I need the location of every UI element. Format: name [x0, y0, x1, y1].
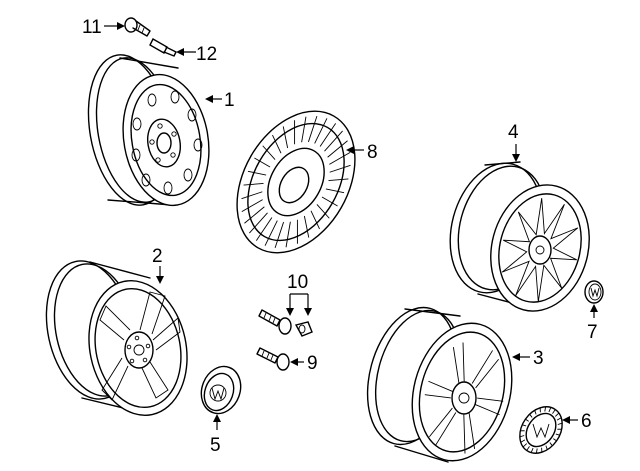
svg-text:6: 6 [581, 411, 592, 432]
svg-text:7: 7 [587, 322, 598, 343]
callout-7: 7 [587, 304, 598, 343]
callout-11: 11 [82, 17, 125, 38]
valve-stem-part-12[interactable] [149, 38, 177, 57]
alloy-wheel-2-spokes [99, 291, 181, 401]
svg-text:3: 3 [533, 348, 544, 369]
alloy-wheel-2-lug-holes [126, 335, 151, 364]
alloy-wheel-part-2[interactable] [34, 253, 199, 425]
callout-10: 10 [286, 272, 312, 316]
svg-text:8: 8 [367, 142, 378, 163]
callout-2: 2 [152, 246, 164, 284]
callout-9: 9 [290, 353, 318, 374]
vw-logo-icon [211, 387, 225, 401]
callout-5: 5 [210, 414, 221, 456]
lug-bolt-part-10a[interactable] [258, 309, 292, 335]
center-cap-6-rim [519, 406, 563, 454]
steel-wheel-part-1[interactable] [77, 48, 218, 212]
center-cap-part-6[interactable] [511, 399, 571, 462]
lug-bolt-part-9[interactable] [256, 347, 290, 371]
center-cap-part-7[interactable] [584, 280, 604, 304]
alloy-wheel-part-4[interactable] [436, 153, 603, 322]
svg-text:11: 11 [82, 17, 102, 38]
callout-4: 4 [508, 122, 520, 162]
alloy-wheel-3-spokes [424, 342, 504, 454]
callout-8: 8 [346, 142, 378, 163]
svg-text:9: 9 [307, 353, 318, 374]
svg-text:5: 5 [210, 435, 221, 456]
callout-12: 12 [176, 44, 217, 65]
alloy-wheel-4-spokes [501, 198, 579, 302]
steel-wheel-vent-holes [131, 90, 203, 195]
svg-text:1: 1 [224, 90, 235, 111]
alloy-wheel-part-3[interactable] [353, 298, 526, 471]
center-cap-part-5[interactable] [195, 361, 247, 419]
svg-text:4: 4 [508, 122, 519, 143]
lug-nut-part-10b[interactable] [294, 321, 313, 337]
svg-text:12: 12 [196, 44, 217, 65]
wheel-cover-slots [241, 115, 351, 249]
wheel-cover-part-8[interactable] [213, 90, 379, 274]
callout-3: 3 [512, 348, 544, 369]
steel-wheel-lug-holes [149, 123, 177, 163]
lug-bolt-part-11[interactable] [124, 17, 151, 37]
vw-logo-icon [532, 423, 550, 439]
svg-text:10: 10 [287, 272, 308, 293]
callout-1: 1 [205, 90, 235, 111]
svg-text:2: 2 [152, 246, 163, 267]
callout-6: 6 [562, 411, 592, 432]
